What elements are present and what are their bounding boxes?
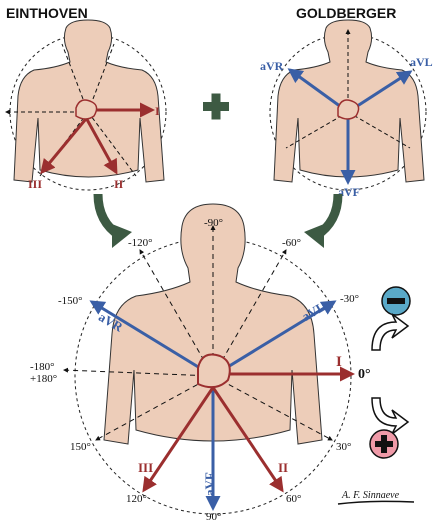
goldberger-lead-aVF: aVF bbox=[338, 185, 360, 199]
deg-plus-60: 60° bbox=[286, 493, 301, 505]
title-goldberger: GOLDBERGER bbox=[296, 5, 396, 21]
deg-minus-90: -90° bbox=[204, 217, 223, 229]
deg-plus-180: +180° bbox=[30, 373, 57, 385]
merge-arrow-left bbox=[93, 193, 132, 248]
plus-icon bbox=[203, 93, 229, 120]
negative-rotation-indicator bbox=[371, 286, 411, 351]
deg-minus-180: -180° bbox=[30, 361, 55, 373]
einthoven-lead-I: I bbox=[155, 104, 160, 118]
merge-arrow-right bbox=[304, 193, 343, 248]
deg-minus-120: -120° bbox=[128, 237, 153, 249]
goldberger-lead-aVR: aVR bbox=[260, 59, 284, 73]
title-einthoven: EINTHOVEN bbox=[6, 5, 88, 21]
deg-zero: 0° bbox=[358, 367, 371, 382]
deg-plus-120: 120° bbox=[126, 493, 147, 505]
heart-icon bbox=[337, 99, 360, 120]
hexaxial-main: aVR aVL aVF I II III -90° -120° -60° -15… bbox=[30, 203, 371, 523]
signature-text: A. F. Sinnaeve bbox=[341, 490, 400, 501]
deg-plus-90: 90° bbox=[206, 511, 221, 523]
signature: A. F. Sinnaeve bbox=[337, 490, 415, 505]
deg-minus-150: -150° bbox=[58, 295, 83, 307]
torso-silhouette bbox=[103, 203, 323, 445]
einthoven-panel: I II III bbox=[5, 19, 167, 191]
einthoven-lead-III: III bbox=[28, 177, 42, 191]
main-lead-II: II bbox=[278, 460, 288, 475]
deg-minus-60: -60° bbox=[282, 237, 301, 249]
einthoven-lead-II: II bbox=[114, 177, 124, 191]
heart-icon bbox=[197, 353, 231, 389]
goldberger-lead-aVL: aVL bbox=[410, 55, 433, 69]
goldberger-panel: aVR aVL aVF bbox=[260, 19, 433, 199]
main-lead-I: I bbox=[336, 354, 342, 370]
deg-plus-150: 150° bbox=[70, 441, 91, 453]
main-lead-aVL: aVL bbox=[299, 299, 328, 324]
deg-plus-30: 30° bbox=[336, 441, 351, 453]
main-lead-aVF: aVF bbox=[202, 472, 217, 496]
heart-icon bbox=[75, 99, 98, 120]
positive-rotation-indicator bbox=[369, 397, 410, 459]
deg-minus-30: -30° bbox=[340, 293, 359, 305]
main-lead-III: III bbox=[138, 460, 153, 475]
